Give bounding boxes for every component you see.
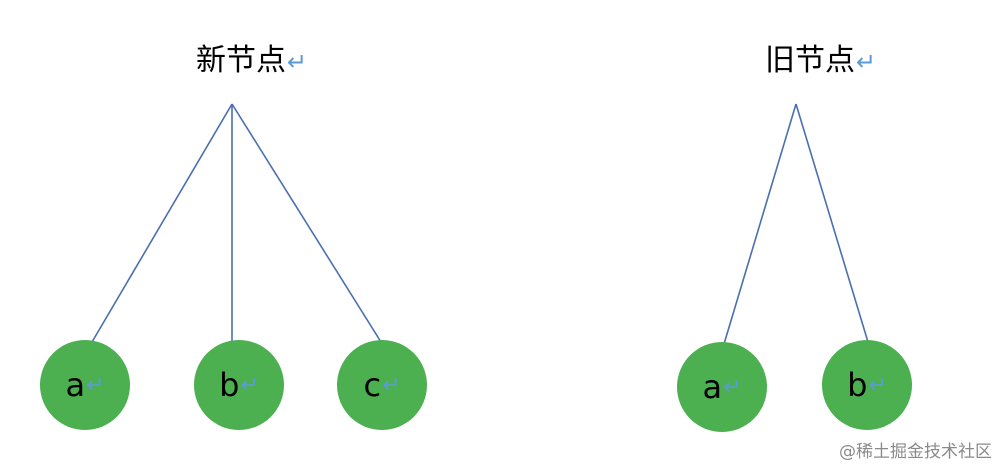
old-tree-title-text: 旧节点: [765, 43, 855, 78]
paragraph-mark-icon: ↵: [287, 48, 308, 76]
paragraph-mark-icon: ↵: [240, 372, 259, 398]
node-label: b: [219, 366, 240, 404]
edge-new-c: [231, 103, 382, 343]
new-tree-node-c: c↵: [337, 340, 427, 430]
edge-new-a: [91, 103, 233, 343]
watermark: @稀土掘金技术社区: [839, 442, 992, 462]
old-tree-node-a: a↵: [677, 342, 767, 432]
paragraph-mark-icon: ↵: [382, 372, 401, 398]
node-label: c: [363, 366, 382, 404]
node-label: b: [847, 366, 868, 404]
paragraph-mark-icon: ↵: [723, 374, 742, 400]
new-tree-title-text: 新节点: [196, 43, 286, 78]
edge-old-a: [723, 103, 797, 345]
new-tree-node-b: b↵: [194, 340, 284, 430]
paragraph-mark-icon: ↵: [86, 372, 105, 398]
old-tree-node-b: b↵: [822, 340, 912, 430]
node-label: a: [702, 368, 723, 406]
node-label: a: [65, 366, 86, 404]
new-tree-title: 新节点↵: [196, 46, 307, 76]
edge-old-b: [795, 103, 869, 343]
old-tree-title: 旧节点↵: [765, 46, 876, 76]
paragraph-mark-icon: ↵: [868, 372, 887, 398]
new-tree-node-a: a↵: [40, 340, 130, 430]
paragraph-mark-icon: ↵: [856, 48, 877, 76]
